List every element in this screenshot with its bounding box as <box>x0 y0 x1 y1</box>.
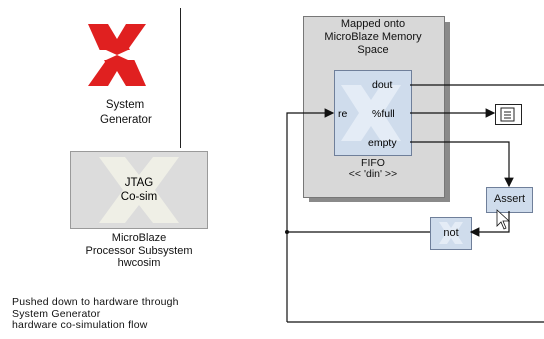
xilinx-watermark-icon <box>99 157 179 223</box>
fifo-port-dout: dout <box>372 79 393 91</box>
not-block[interactable]: not <box>430 217 472 250</box>
xilinx-logo-icon <box>86 24 148 86</box>
scope-block[interactable] <box>495 104 522 125</box>
jtag-cosim-label: JTAG Co-sim <box>120 177 158 203</box>
fifo-port-empty: empty <box>368 137 397 149</box>
mouse-cursor-icon <box>496 209 511 230</box>
wire-empty <box>410 141 514 188</box>
mapped-memory-region[interactable] <box>303 16 445 198</box>
jtag-block-caption: MicroBlaze Processor Subsystem hwcosim <box>85 232 193 269</box>
mapped-region-title: Mapped onto MicroBlaze Memory Space <box>324 18 422 56</box>
fifo-caption: FIFO << 'din' >> <box>348 157 398 180</box>
wire-assert-out <box>469 211 510 237</box>
not-label: not <box>443 227 459 239</box>
fifo-port-full: %full <box>372 108 395 120</box>
scope-icon <box>500 107 515 122</box>
wire-re <box>286 108 335 322</box>
fifo-block[interactable]: dout re %full empty <box>334 70 412 156</box>
xilinx-watermark-icon <box>439 222 463 244</box>
assert-label: Assert <box>493 193 526 205</box>
system-generator-label: System Generator <box>100 99 152 126</box>
fifo-port-re: re <box>338 108 348 120</box>
hardware-note: Pushed down to hardware through System G… <box>12 296 179 331</box>
vertical-divider <box>180 8 181 148</box>
jtag-cosim-block[interactable]: JTAG Co-sim <box>70 151 208 229</box>
xilinx-watermark-icon <box>341 85 401 141</box>
